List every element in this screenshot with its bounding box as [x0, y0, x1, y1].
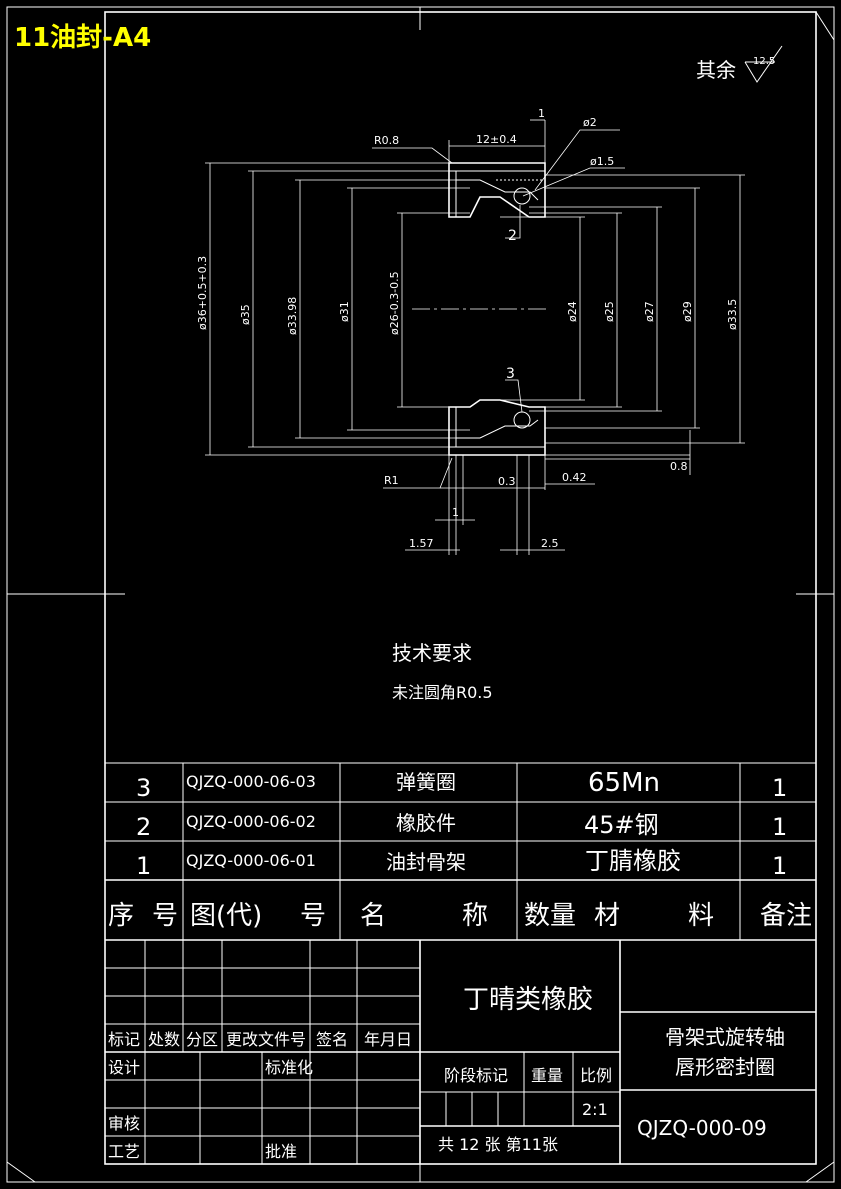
dim-r1: R1 [384, 474, 399, 487]
header-qty: 数量 [524, 901, 576, 931]
dim-d157: 1.57 [409, 537, 434, 550]
label-design: 设计 [108, 1058, 140, 1077]
dim-d29: ø29 [681, 301, 694, 322]
header-mat-a: 材 [594, 901, 620, 931]
dim-d36: ø36+0.5+0.3 [196, 256, 209, 330]
part-2-name: 橡胶件 [396, 811, 456, 835]
dim-d35: ø35 [239, 304, 252, 325]
tech-title: 技术要求 [392, 641, 472, 665]
tb-part-name-2: 唇形密封圈 [675, 1055, 775, 1079]
tech-item: 未注圆角R0.5 [392, 683, 493, 702]
dim-d08: 0.8 [670, 460, 688, 473]
dim-d335: ø33.5 [726, 299, 739, 330]
dim-d03: 0.3 [498, 475, 516, 488]
header-code-a: 图(代) [190, 901, 262, 931]
label-process: 工艺 [108, 1142, 140, 1161]
part-1-name: 油封骨架 [386, 850, 466, 874]
label-approve: 批准 [265, 1142, 297, 1161]
upper-section [448, 162, 546, 218]
part-3-name: 弹簧圈 [396, 770, 456, 794]
dim-d31: ø31 [338, 301, 351, 322]
rev-header-count: 处数 [148, 1030, 180, 1049]
dim-d042: 0.42 [562, 471, 587, 484]
label-check: 审核 [108, 1114, 140, 1133]
tb-sheets: 共 12 张 第11张 [438, 1135, 558, 1154]
tb-stage-label: 阶段标记 [444, 1066, 508, 1085]
tb-scale-label: 比例 [580, 1066, 612, 1085]
roughness-prefix: 其余 [696, 58, 736, 82]
lower-section [448, 399, 546, 456]
rev-header-doc: 更改文件号 [226, 1030, 306, 1049]
part-1-code: QJZQ-000-06-01 [186, 851, 316, 870]
part-1-qty: 1 [772, 852, 787, 880]
header-no-a: 序 [108, 901, 134, 931]
part-1-material: 丁腈橡胶 [585, 847, 681, 875]
dim-d3398: ø33.98 [286, 297, 299, 335]
dim-d27: ø27 [643, 301, 656, 322]
callout-1: 1 [538, 107, 545, 120]
callout-3: 3 [506, 366, 515, 382]
rev-header-sign: 签名 [316, 1030, 348, 1049]
callout-2: 2 [508, 228, 517, 244]
rev-header-mark: 标记 [108, 1030, 140, 1049]
part-3-material: 65Mn [588, 768, 660, 798]
sheet-frame [6, 6, 835, 1183]
dim-d15: ø1.5 [590, 155, 614, 168]
dim-width: 12±0.4 [476, 133, 517, 146]
part-3-no: 3 [136, 774, 151, 802]
part-2-qty: 1 [772, 813, 787, 841]
tb-scale: 2:1 [582, 1100, 608, 1119]
header-note: 备注 [760, 901, 812, 931]
part-3-code: QJZQ-000-06-03 [186, 772, 316, 791]
part-2-code: QJZQ-000-06-02 [186, 812, 316, 831]
header-name-a: 名 [360, 901, 386, 931]
header-no-b: 号 [152, 901, 178, 931]
parts-list: 3 QJZQ-000-06-03 弹簧圈 65Mn 1 2 QJZQ-000-0… [105, 762, 816, 941]
tb-drawing-no: QJZQ-000-09 [637, 1116, 767, 1140]
part-1-no: 1 [136, 852, 151, 880]
rev-header-date: 年月日 [364, 1030, 412, 1049]
label-standard: 标准化 [265, 1058, 313, 1077]
dim-d25b: 2.5 [541, 537, 559, 550]
drawing-title-label: 11油封-A4 [14, 23, 151, 53]
tb-part-name-1: 骨架式旋转轴 [665, 1025, 785, 1049]
part-2-material: 45#钢 [584, 811, 659, 839]
dim-r08: R0.8 [374, 134, 399, 147]
rev-header-zone: 分区 [186, 1030, 218, 1049]
tb-weight-label: 重量 [531, 1066, 563, 1085]
dim-d2: ø2 [583, 116, 597, 129]
dim-d24: ø24 [566, 301, 579, 322]
title-block: 标记 处数 分区 更改文件号 签名 年月日 设计 标准化 审核 工艺 批准 丁晴… [105, 940, 816, 1164]
dim-d25: ø25 [603, 301, 616, 322]
seal-section-view: ø36+0.5+0.3 ø35 ø33.98 ø31 ø26-0.3-0.5 ø… [196, 107, 745, 555]
dim-d26: ø26-0.3-0.5 [388, 271, 401, 335]
tb-material: 丁晴类橡胶 [463, 985, 593, 1015]
header-code-b: 号 [300, 901, 326, 931]
dim-d1: 1 [452, 506, 459, 519]
header-mat-b: 料 [688, 901, 714, 931]
header-name-b: 称 [462, 901, 488, 931]
part-3-qty: 1 [772, 774, 787, 802]
roughness-symbol: 其余 12.5 [696, 45, 783, 83]
part-2-no: 2 [136, 813, 151, 841]
